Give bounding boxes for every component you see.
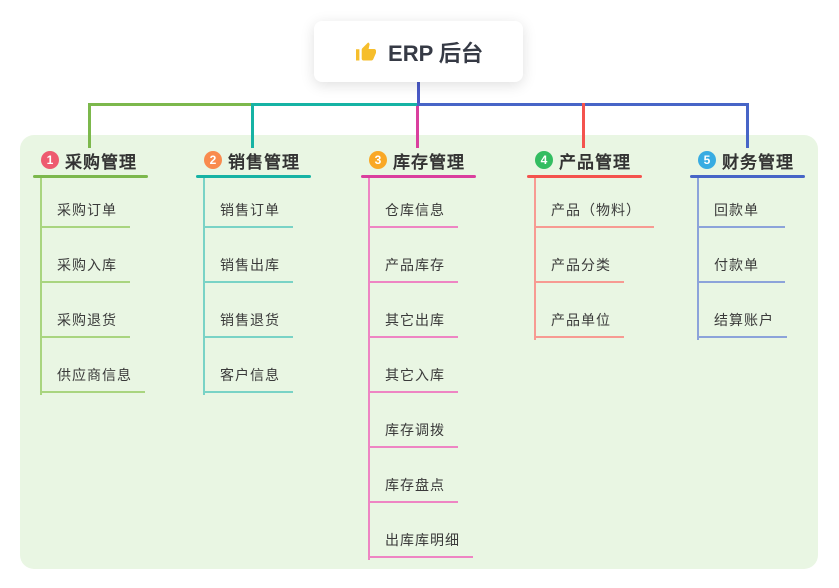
child-item[interactable]: 销售订单 (203, 173, 293, 228)
root-node[interactable]: ERP 后台 (314, 21, 523, 82)
connector-drop-branch1 (88, 103, 91, 148)
child-item[interactable]: 产品库存 (368, 228, 458, 283)
connector-root-drop (417, 82, 420, 103)
child-item[interactable]: 回款单 (697, 173, 785, 228)
branch-title[interactable]: 2 销售管理 (196, 145, 311, 175)
branch-children: 销售订单 销售出库 销售退货 客户信息 (203, 173, 293, 393)
branch-underline (527, 175, 642, 178)
branch-product-management: 4 产品管理 产品（物料） 产品分类 产品单位 (527, 145, 654, 340)
branch-inventory-management: 3 库存管理 仓库信息 产品库存 其它出库 其它入库 库存调拨 库存盘点 出库库… (361, 145, 476, 560)
branch-number-badge: 5 (698, 151, 716, 169)
branch-label: 财务管理 (722, 152, 794, 172)
branch-child-connector (203, 178, 205, 395)
branch-child-connector (534, 178, 536, 340)
child-item[interactable]: 产品单位 (534, 283, 624, 338)
branch-title[interactable]: 1 采购管理 (33, 145, 148, 175)
connector-drop-branch3 (416, 106, 419, 148)
child-item[interactable]: 客户信息 (203, 338, 293, 393)
child-item[interactable]: 出库库明细 (368, 503, 473, 558)
child-item[interactable]: 采购退货 (40, 283, 130, 338)
branch-underline (196, 175, 311, 178)
branch-sales-management: 2 销售管理 销售订单 销售出库 销售退货 客户信息 (196, 145, 311, 395)
child-item[interactable]: 采购入库 (40, 228, 130, 283)
branch-children: 采购订单 采购入库 采购退货 供应商信息 (40, 173, 145, 393)
branch-purchase-management: 1 采购管理 采购订单 采购入库 采购退货 供应商信息 (33, 145, 148, 395)
branch-underline (690, 175, 805, 178)
child-item[interactable]: 库存盘点 (368, 448, 458, 503)
child-item[interactable]: 结算账户 (697, 283, 787, 338)
child-item[interactable]: 付款单 (697, 228, 785, 283)
branch-label: 销售管理 (228, 152, 300, 172)
connector-segment-branch2 (251, 103, 418, 106)
connector-segment-branch1 (88, 103, 253, 106)
branch-number-badge: 4 (535, 151, 553, 169)
branch-number-badge: 2 (204, 151, 222, 169)
thumbs-up-icon (356, 41, 377, 60)
child-item[interactable]: 库存调拨 (368, 393, 458, 448)
branch-underline (33, 175, 148, 178)
branch-finance-management: 5 财务管理 回款单 付款单 结算账户 (690, 145, 805, 340)
branch-title[interactable]: 5 财务管理 (690, 145, 805, 175)
child-item[interactable]: 其它出库 (368, 283, 458, 338)
branch-label: 库存管理 (393, 152, 465, 172)
connector-drop-branch4 (582, 103, 585, 148)
child-item[interactable]: 其它入库 (368, 338, 458, 393)
branch-number-badge: 1 (41, 151, 59, 169)
child-item[interactable]: 供应商信息 (40, 338, 145, 393)
branch-children: 仓库信息 产品库存 其它出库 其它入库 库存调拨 库存盘点 出库库明细 (368, 173, 473, 558)
branch-children: 产品（物料） 产品分类 产品单位 (534, 173, 654, 338)
branch-child-connector (697, 178, 699, 340)
branch-children: 回款单 付款单 结算账户 (697, 173, 787, 338)
child-item[interactable]: 采购订单 (40, 173, 130, 228)
branch-underline (361, 175, 476, 178)
branch-label: 采购管理 (65, 152, 137, 172)
connector-drop-branch2 (251, 103, 254, 148)
branches-panel (20, 135, 818, 569)
branch-child-connector (40, 178, 42, 395)
child-item[interactable]: 产品分类 (534, 228, 624, 283)
child-item[interactable]: 销售出库 (203, 228, 293, 283)
root-label: ERP 后台 (388, 40, 483, 66)
branch-child-connector (368, 178, 370, 560)
child-item[interactable]: 销售退货 (203, 283, 293, 338)
connector-drop-branch5 (746, 103, 749, 148)
branch-title[interactable]: 3 库存管理 (361, 145, 476, 175)
branch-title[interactable]: 4 产品管理 (527, 145, 642, 175)
branch-number-badge: 3 (369, 151, 387, 169)
child-item[interactable]: 产品（物料） (534, 173, 654, 228)
child-item[interactable]: 仓库信息 (368, 173, 458, 228)
branch-label: 产品管理 (559, 152, 631, 172)
